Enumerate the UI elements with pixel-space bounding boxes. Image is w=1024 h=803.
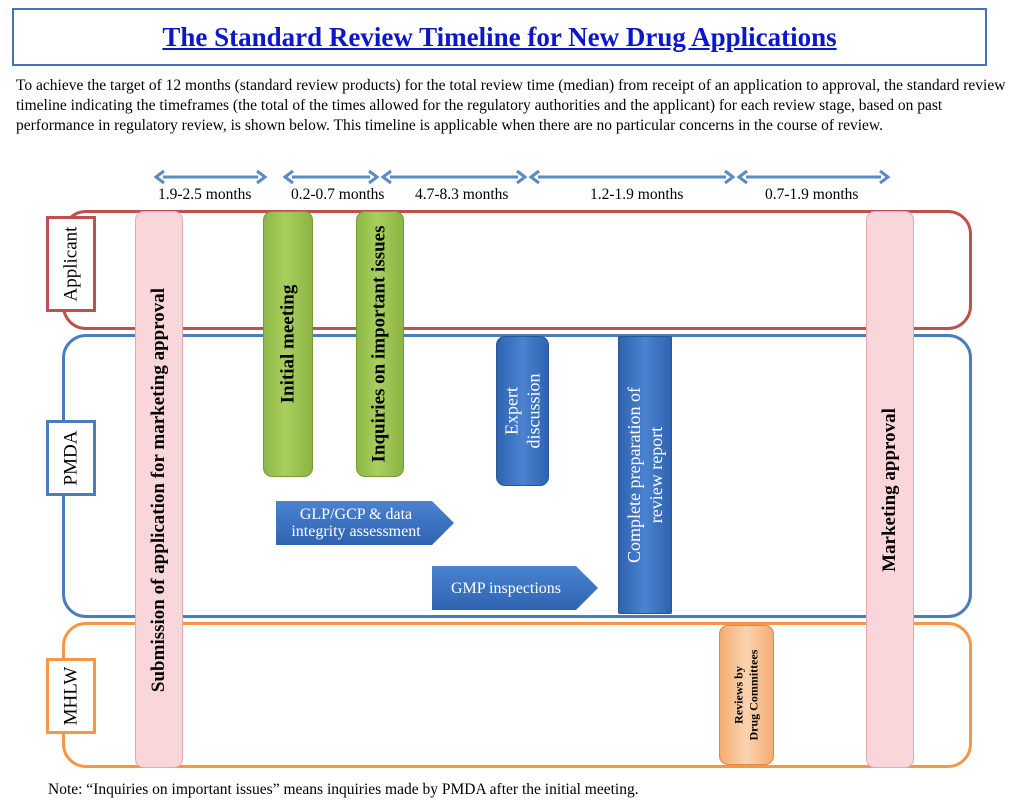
step-gmp-label: GMP inspections [450,579,562,597]
reviews-line-1: Reviews by [731,666,746,724]
lane-label-mhlw-text: MHLW [60,666,81,726]
interval-arrow-head-right [516,169,528,185]
interval-arrow-head-right [879,169,891,185]
report-line-1: Complete preparation of [624,387,645,563]
step-marketing-approval: Marketing approval [866,211,914,768]
interval-arrow-head-left [736,169,748,185]
expert-line-2: discussion [523,373,544,449]
interval-label-4: 1.2-1.9 months [590,186,684,203]
step-initial-meeting-label: Initial meeting [277,284,298,404]
title-box: The Standard Review Timeline for New Dru… [12,8,987,66]
page-title: The Standard Review Timeline for New Dru… [162,21,837,52]
lane-label-pmda: PMDA [46,420,96,496]
glp-line-1: GLP/GCP & data [299,506,413,523]
lane-label-pmda-text: PMDA [60,430,81,486]
lane-mhlw [62,622,972,768]
interval-arrow-head-left [380,169,392,185]
step-inquiries: Inquiries on important issues [356,211,404,477]
step-submission: Submission of application for marketing … [135,211,183,768]
step-initial-meeting: Initial meeting [263,211,313,477]
intro-paragraph: To achieve the target of 12 months (stan… [16,77,1006,134]
step-submission-label: Submission of application for marketing … [148,287,170,692]
step-gmp-inspections: GMP inspections [432,566,598,610]
lane-label-mhlw: MHLW [46,658,96,734]
glp-line-2: integrity assessment [291,523,421,540]
interval-arrow-head-left [528,169,540,185]
step-marketing-approval-label: Marketing approval [879,407,901,572]
step-inquiries-label: Inquiries on important issues [369,225,390,463]
report-line-2: review report [646,426,667,524]
interval-arrow-head-right [368,169,380,185]
reviews-line-2: Drug Committees [746,649,761,741]
interval-arrow-head-right [724,169,736,185]
interval-label-5: 0.7-1.9 months [765,186,859,203]
interval-label-2: 0.2-0.7 months [291,186,385,203]
interval-arrow-head-right [256,169,268,185]
expert-line-1: Expert [501,387,522,435]
lane-label-applicant: Applicant [46,216,96,312]
interval-arrow-head-left [282,169,294,185]
lane-applicant [62,210,972,330]
interval-label-3: 4.7-8.3 months [415,186,509,203]
interval-arrow-head-left [153,169,165,185]
lane-label-applicant-text: Applicant [60,226,81,302]
footnote: Note: “Inquiries on important issues” me… [48,781,639,798]
interval-label-1: 1.9-2.5 months [158,186,252,203]
